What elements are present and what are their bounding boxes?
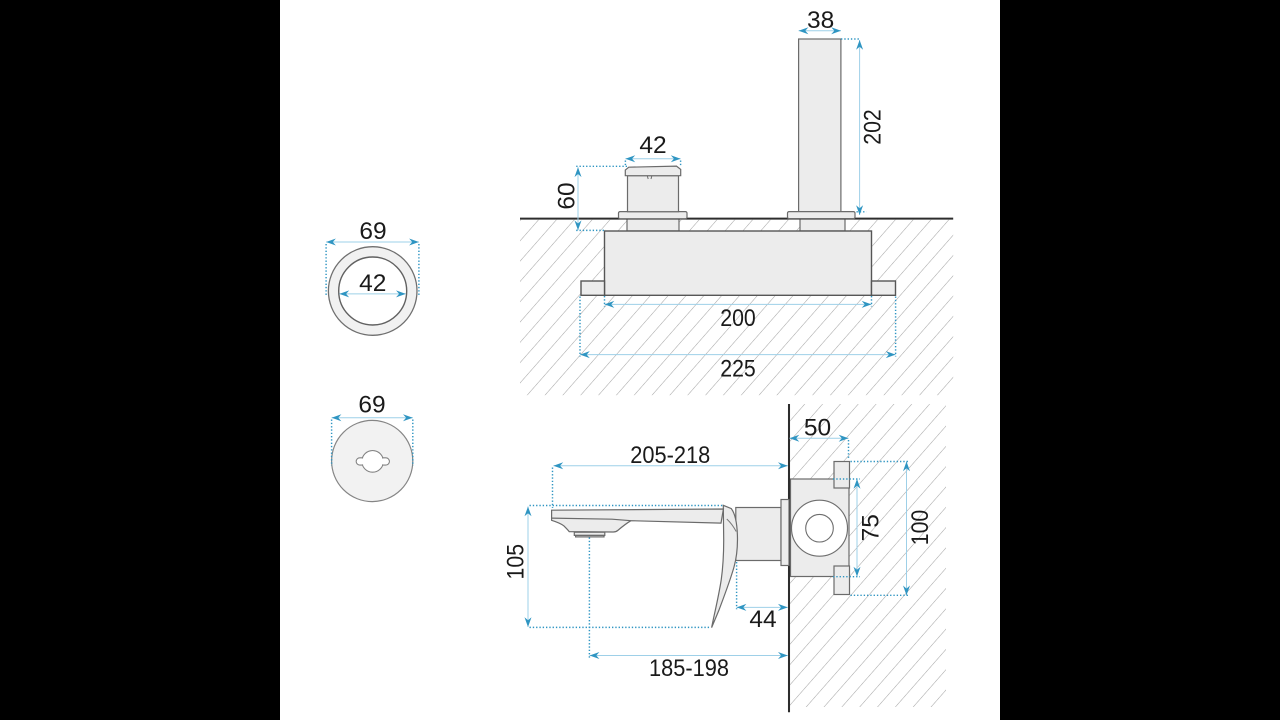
svg-text:60: 60	[553, 182, 580, 209]
svg-text:225: 225	[720, 356, 756, 383]
svg-text:44: 44	[749, 606, 776, 633]
svg-text:185-198: 185-198	[649, 655, 729, 682]
svg-text:202: 202	[859, 109, 886, 145]
svg-text:42: 42	[639, 132, 666, 159]
svg-text:69: 69	[359, 218, 386, 245]
svg-text:100: 100	[907, 510, 934, 546]
svg-text:205-218: 205-218	[630, 442, 710, 469]
svg-text:105: 105	[502, 544, 529, 580]
svg-text:75: 75	[857, 514, 884, 541]
svg-text:50: 50	[804, 415, 831, 442]
svg-text:38: 38	[807, 7, 834, 34]
svg-text:69: 69	[358, 392, 385, 419]
svg-text:42: 42	[359, 270, 386, 297]
svg-text:200: 200	[720, 305, 756, 332]
